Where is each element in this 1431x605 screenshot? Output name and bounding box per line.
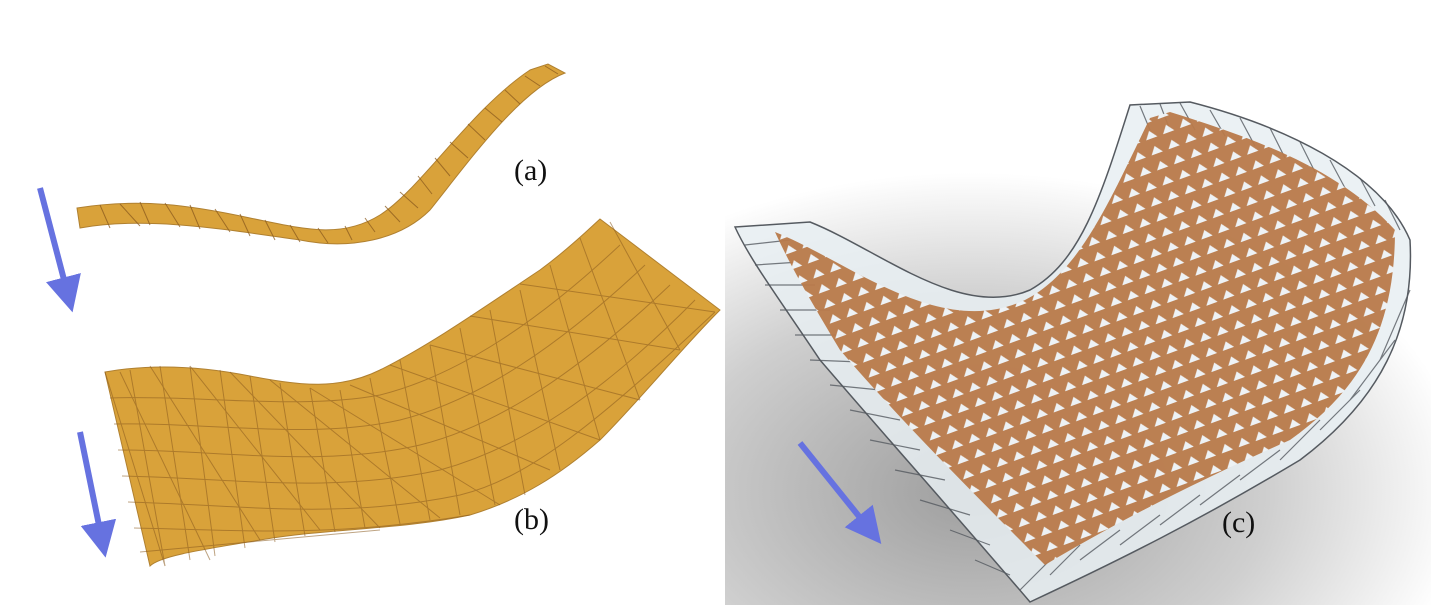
sheet-b <box>104 218 721 567</box>
panel-label-c: (c) <box>1222 506 1256 539</box>
panel-label-a: (a) <box>514 154 548 187</box>
panel-c-illustration <box>725 101 1431 605</box>
panel-ab <box>37 63 721 567</box>
panels-ab-illustration <box>37 63 721 567</box>
load-arrow-icon <box>77 431 117 558</box>
lattice-surface <box>775 112 1395 565</box>
panel-label-b: (b) <box>514 503 549 536</box>
load-arrow-icon <box>37 187 81 313</box>
panel-c <box>725 0 1431 605</box>
strip-a <box>76 63 567 245</box>
load-arrow-icon <box>797 441 882 545</box>
